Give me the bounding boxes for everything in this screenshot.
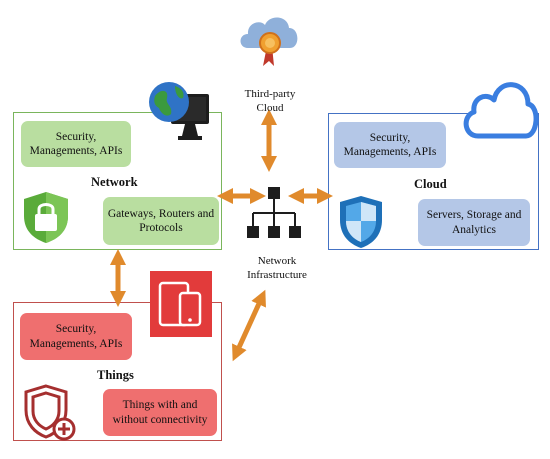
devices-icon [150,271,212,337]
third-party-label: Third-party Cloud [244,88,296,114]
things-connectivity-box: Things with and without connectivity [103,389,217,436]
things-security-box: Security, Managements, APIs [20,313,132,360]
shield-lock-icon [24,192,68,243]
cloud-badge-icon [240,17,298,66]
shield-icon [340,196,382,248]
network-hierarchy-icon [247,187,301,238]
cloud-outline-icon [463,82,539,139]
network-security-box: Security, Managements, APIs [21,121,131,167]
cloud-security-box: Security, Managements, APIs [334,122,446,168]
globe-monitor-icon [149,82,209,140]
network-title: Network [91,175,138,189]
cloud-title: Cloud [414,177,447,191]
cloud-servers-box: Servers, Storage and Analytics [418,199,530,246]
infrastructure-label: Network Infrastructure [247,255,307,281]
things-title: Things [97,368,134,382]
arrow-things-diagonal [232,289,266,362]
shield-plus-icon [24,384,76,441]
network-gateways-box: Gateways, Routers and Protocols [103,197,219,245]
